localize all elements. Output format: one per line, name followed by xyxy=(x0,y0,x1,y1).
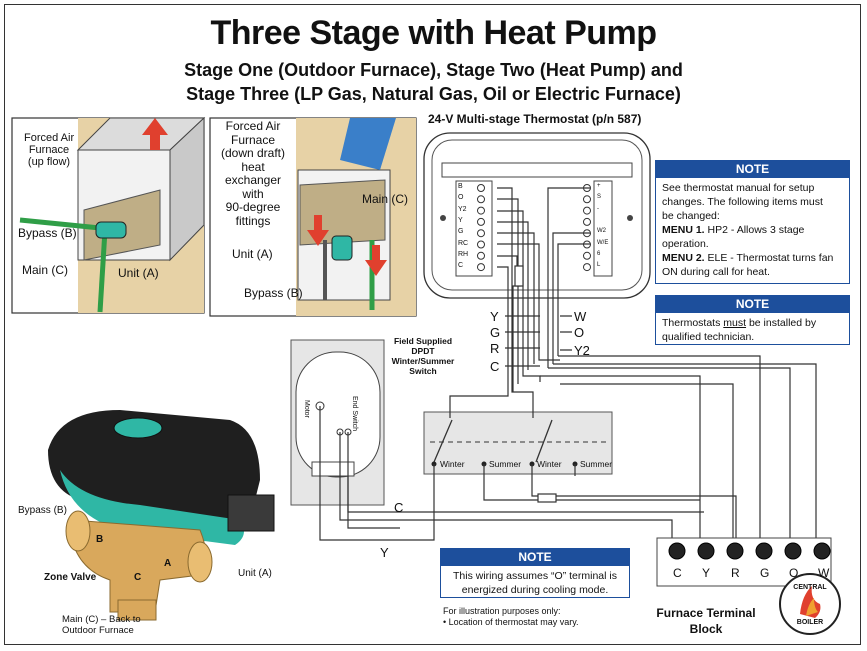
thermostat-terminal-right-4: W2 xyxy=(597,228,606,235)
thermostat-body xyxy=(423,132,651,299)
downdraft-main-label: Main (C) xyxy=(362,192,409,206)
upflow-furnace-panel xyxy=(11,116,206,314)
thermostat-terminal-b: B xyxy=(458,183,463,190)
valve-motor-label: Motor xyxy=(303,400,310,418)
thermostat-screw-left xyxy=(477,206,485,215)
switch-summer-2: Summer xyxy=(580,459,613,469)
thermostat-terminal-rh: RH xyxy=(458,250,469,258)
zone-port-a: A xyxy=(164,558,172,569)
thermostat-terminal-right-5: W/E xyxy=(597,239,609,246)
logo-text-top: CENTRAL xyxy=(793,584,827,591)
thermostat-terminal-c: C xyxy=(458,262,464,270)
switch-winter-2: Winter xyxy=(537,459,562,469)
thermostat-screw-left xyxy=(477,240,485,249)
valve-end-switch-label: End Switch xyxy=(351,396,358,432)
terminal-block-label: Furnace Terminal Block xyxy=(656,606,756,636)
thermostat-terminal-right-6: 6 xyxy=(597,250,601,257)
subtitle-line-2: Stage Three (LP Gas, Natural Gas, Oil or… xyxy=(186,84,681,104)
switch-label: Field Supplied DPDT Winter/Summer Switch xyxy=(391,336,455,376)
terminal-screw-y xyxy=(697,542,715,560)
wire-label-r: R xyxy=(490,341,500,356)
thermostat-terminal-screws xyxy=(477,184,591,272)
downdraft-furnace-panel xyxy=(209,117,417,317)
thermostat-terminal-rc: RC xyxy=(458,239,469,247)
zone-port-b: B xyxy=(96,534,104,545)
zone-valve-illustration xyxy=(48,410,275,621)
subtitle-line-1: Stage One (Outdoor Furnace), Stage Two (… xyxy=(184,60,683,80)
thermostat-terminal-y: Y xyxy=(458,216,463,224)
zone-port-c: C xyxy=(134,572,142,583)
terminal-screw-o xyxy=(784,542,802,560)
downdraft-unit-label: Unit (A) xyxy=(232,247,273,261)
terminal-screw-g xyxy=(755,542,773,560)
zone-bypass-label: Bypass (B) xyxy=(18,505,67,516)
wire-label-y: Y xyxy=(490,309,499,324)
terminal-label-w: W xyxy=(818,566,830,580)
thermostat-screw-left xyxy=(477,184,485,192)
wire-label-g: G xyxy=(490,325,501,340)
valve-wiring-box xyxy=(290,339,385,506)
thermostat-terminal-right-7: L xyxy=(597,262,601,269)
thermostat-screw-left xyxy=(477,217,485,226)
terminal-label-c: C xyxy=(673,566,682,580)
switch-winter-1: Winter xyxy=(440,459,465,469)
thermostat-screw-right xyxy=(583,251,591,260)
wire-label-c: C xyxy=(490,359,500,374)
page-title: Three Stage with Heat Pump xyxy=(210,14,657,52)
wire-label-o: O xyxy=(574,325,585,340)
downdraft-bypass-label: Bypass (B) xyxy=(244,286,303,300)
upflow-unit-label: Unit (A) xyxy=(118,266,159,280)
terminal-label-y: Y xyxy=(702,566,711,580)
switch-summer-1: Summer xyxy=(489,459,522,469)
logo-text-bottom: BOILER xyxy=(796,619,824,626)
downdraft-furnace-label: Forced Air Furnace (down draft) heat exc… xyxy=(220,119,286,228)
thermostat-title: 24-V Multi-stage Thermostat (p/n 587) xyxy=(428,112,642,126)
zone-valve-label: Zone Valve xyxy=(44,572,97,583)
wire-label-y2: Y2 xyxy=(574,343,590,358)
terminal-block-screws xyxy=(668,542,831,560)
thermostat-terminal-right-2: - xyxy=(597,205,599,212)
wire-label-c-lower: C xyxy=(394,500,404,515)
illustration-disclaimer: For illustration purposes only: • Locati… xyxy=(443,606,579,627)
terminal-label-o: O xyxy=(789,566,799,580)
diagram-frame xyxy=(4,4,861,645)
upflow-main-label: Main (C) xyxy=(22,263,69,277)
upflow-furnace-label: Forced Air Furnace (up flow) xyxy=(24,132,75,168)
thermostat-screw-left xyxy=(477,251,485,260)
wire-label-y-lower: Y xyxy=(380,545,389,560)
terminal-screw-r xyxy=(726,542,744,560)
zone-unit-label: Unit (A) xyxy=(238,568,272,579)
upflow-bypass-label: Bypass (B) xyxy=(18,226,77,240)
note-qualified-technician: NOTE Thermostats must be installed by qu… xyxy=(655,295,850,345)
terminal-label-g: G xyxy=(760,566,770,580)
thermostat-screw-right xyxy=(583,217,591,226)
central-boiler-logo xyxy=(779,573,841,635)
thermostat-screw-left xyxy=(477,263,485,272)
terminal-label-r: R xyxy=(731,566,740,580)
terminal-screw-w xyxy=(813,542,831,560)
thermostat-screw-right xyxy=(583,206,591,215)
thermostat-screw-left xyxy=(477,229,485,238)
thermostat-terminal-right-0: + xyxy=(597,183,601,189)
thermostat-terminal-g: G xyxy=(458,228,464,236)
note-thermostat-setup: NOTE See thermostat manual for setup cha… xyxy=(655,160,850,284)
wiring-lines xyxy=(319,187,817,541)
thermostat-screw-right xyxy=(583,263,591,272)
thermostat-screw-left xyxy=(477,195,485,204)
wire-label-w: W xyxy=(574,309,587,324)
note-o-terminal: NOTE This wiring assumes “O” terminal is… xyxy=(440,548,630,598)
zone-main-label: Main (C) – Back to Outdoor Furnace xyxy=(62,614,141,636)
thermostat-terminal-y2: Y2 xyxy=(458,205,467,213)
thermostat-screw-right xyxy=(583,195,591,204)
terminal-screw-c xyxy=(668,542,686,560)
thermostat-terminal-right-1: S xyxy=(597,194,602,201)
dpdt-switch-box xyxy=(423,411,613,475)
thermostat-terminal-o: O xyxy=(458,194,464,202)
